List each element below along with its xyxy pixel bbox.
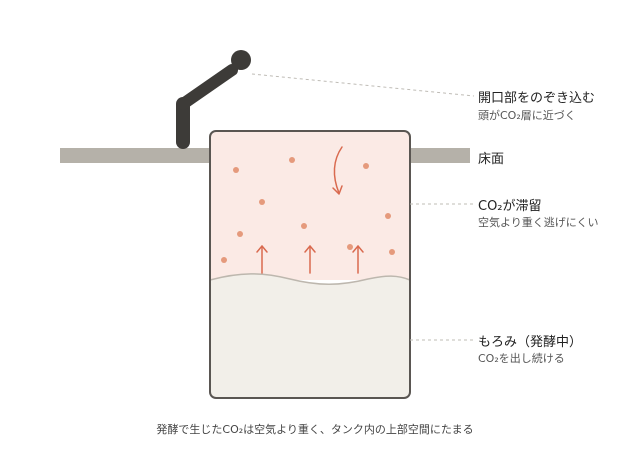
person-label-title: 開口部をのぞき込む — [478, 91, 596, 106]
co2-particle — [363, 163, 369, 169]
floor-left — [60, 148, 212, 163]
person-label-sub: 頭がCO₂層に近づく — [478, 109, 576, 122]
curved-down-arrow-icon — [332, 146, 343, 195]
co2-label-sub: 空気より重く逃げにくい — [478, 216, 599, 229]
up-arrow-icon — [256, 245, 268, 274]
co2-layer — [210, 131, 410, 280]
moromi-label-title: もろみ（発酵中） — [478, 335, 583, 350]
co2-particle — [221, 257, 227, 263]
leader-line-person — [251, 73, 475, 97]
co2-particle — [385, 213, 391, 219]
co2-particle — [389, 249, 395, 255]
moromi-layer — [210, 273, 410, 398]
floor-right — [410, 148, 470, 163]
co2-particle — [237, 231, 243, 237]
rising-arrows — [256, 146, 364, 274]
person-figure-icon — [176, 50, 251, 149]
co2-particles — [221, 157, 395, 263]
moromi-label-sub: CO₂を出し続ける — [478, 352, 565, 365]
co2-particle — [347, 244, 353, 250]
co2-particle — [259, 199, 265, 205]
diagram-caption: 発酵で生じたCO₂は空気より重く、タンク内の上部空間にたまる — [156, 423, 474, 436]
co2-particle — [233, 167, 239, 173]
moromi-surface — [209, 273, 411, 285]
tank-outline — [209, 130, 411, 399]
up-arrow-icon — [304, 245, 316, 274]
up-arrow-icon — [352, 245, 364, 274]
co2-label-title: CO₂が滞留 — [478, 199, 542, 214]
floor-label: 床面 — [478, 152, 505, 167]
leader-lines — [251, 73, 475, 341]
co2-particle — [289, 157, 295, 163]
co2-particle — [301, 223, 307, 229]
